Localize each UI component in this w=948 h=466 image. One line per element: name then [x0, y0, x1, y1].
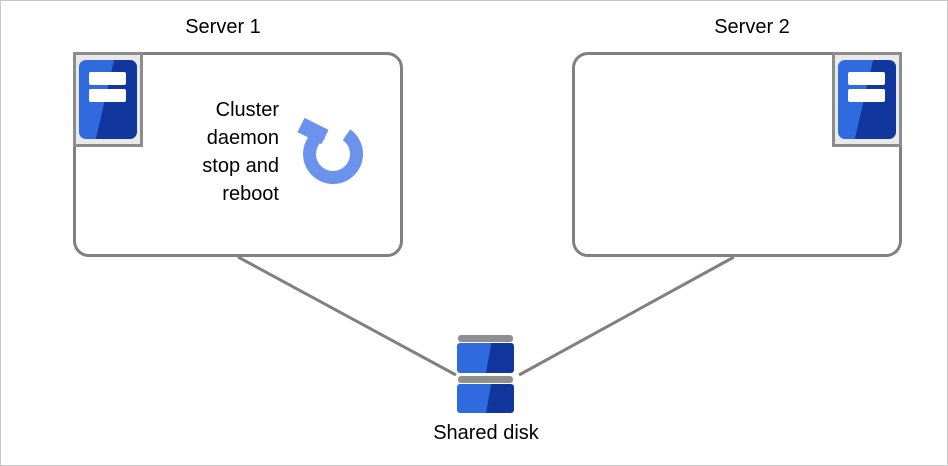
server-drive-slot — [89, 72, 126, 85]
disk-platter — [457, 384, 514, 413]
server2-tower-icon — [832, 52, 902, 147]
connector-server1-to-disk — [237, 255, 457, 377]
server-tower-body — [838, 60, 896, 139]
connector-server2-to-disk — [518, 255, 735, 377]
reboot-circular-arrow-icon — [297, 117, 363, 184]
server1-note: Cluster daemon stop and reboot — [121, 96, 279, 208]
note-line: stop and — [202, 155, 279, 177]
server-drive-slot — [848, 89, 885, 102]
server2-title: Server 2 — [714, 16, 790, 38]
disk-platter — [457, 343, 514, 373]
note-line: reboot — [222, 183, 279, 205]
server-drive-slot — [89, 89, 126, 102]
shared-disk-icon — [457, 335, 514, 413]
note-line: Cluster — [215, 99, 279, 121]
disk-cap — [458, 335, 513, 342]
server-drive-slot — [848, 72, 885, 85]
note-line: daemon — [206, 127, 279, 149]
server1-title: Server 1 — [185, 16, 261, 38]
server-tower-body — [79, 60, 137, 139]
server1-tower-icon — [73, 52, 143, 147]
disk-cap — [458, 376, 513, 383]
shared-disk-label: Shared disk — [433, 422, 539, 444]
